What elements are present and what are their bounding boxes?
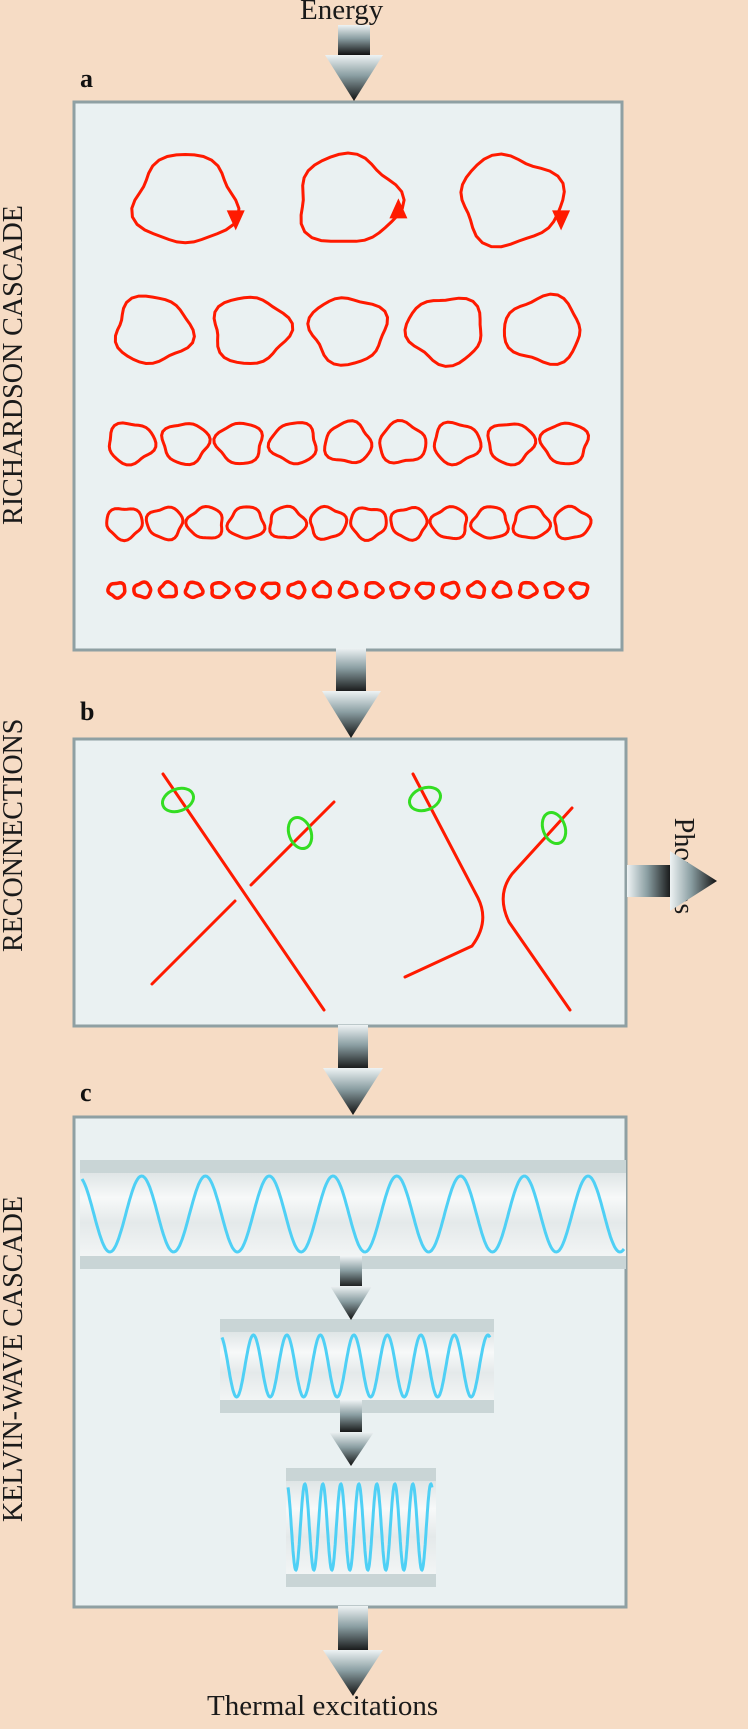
arrow-tube-2-to-3 xyxy=(329,1400,374,1466)
vortex-loop xyxy=(517,580,539,600)
kelvin-waves xyxy=(80,1174,626,1573)
vortex-loop xyxy=(337,580,359,600)
kelvin-wave xyxy=(286,1481,434,1573)
vortex-loop xyxy=(568,581,590,600)
vortex-loop xyxy=(364,580,385,600)
vortex-loop xyxy=(183,580,205,600)
arrow-to-phonons xyxy=(627,851,717,911)
arrow-energy-in xyxy=(325,25,383,101)
vortex-loop xyxy=(428,505,469,541)
vortex-loop xyxy=(299,151,406,243)
vortex-loop xyxy=(106,581,127,600)
vortex-loop xyxy=(349,506,388,542)
rotation-icon xyxy=(540,811,568,845)
vortex-loop xyxy=(286,580,307,600)
vortex-loop xyxy=(440,580,461,600)
rotation-icon xyxy=(408,785,442,813)
arrow-b-to-c xyxy=(323,1025,383,1115)
vortex-loop xyxy=(260,581,281,600)
panel-b xyxy=(72,737,628,1028)
panel-a-letter: a xyxy=(80,64,93,93)
vortex-loop xyxy=(184,504,224,540)
vortex-loop xyxy=(543,580,565,600)
vortex-loop xyxy=(432,420,483,467)
vortex-loop xyxy=(491,580,513,599)
vortex-loop xyxy=(469,505,510,540)
arrow-tube-1-to-2 xyxy=(330,1256,372,1320)
vortex-loop xyxy=(212,421,264,466)
vortex-loop xyxy=(465,580,487,599)
vortex-loop xyxy=(414,581,436,600)
kelvin-tube-large xyxy=(80,1160,626,1269)
vortex-loop xyxy=(130,152,241,245)
rotation-icon xyxy=(286,816,314,850)
vortex-loop xyxy=(234,580,256,600)
vortex-loop xyxy=(511,504,553,540)
arrow-to-thermal xyxy=(323,1606,383,1696)
vortex-loop xyxy=(210,580,231,600)
rotation-icon xyxy=(161,786,195,814)
vortex-loop xyxy=(268,504,309,540)
vortex-loop xyxy=(389,505,429,542)
vortex-loop xyxy=(132,580,153,600)
vortex-loop xyxy=(144,505,185,542)
vortex-loop xyxy=(459,152,566,249)
vortex-loop xyxy=(311,580,332,599)
vortex-loop xyxy=(378,418,428,465)
kelvin-wave xyxy=(220,1333,492,1399)
vortex-loop xyxy=(160,422,212,467)
vortex-loop xyxy=(212,295,295,366)
vortex-loop xyxy=(553,504,593,541)
vortex-loop xyxy=(537,421,591,466)
panel-b-letter: b xyxy=(80,697,95,726)
circulation-arrow-icon xyxy=(552,210,571,231)
vortex-loop xyxy=(502,292,582,366)
vortex-loop xyxy=(225,505,267,540)
vortex-line xyxy=(150,899,237,986)
reconnection-after xyxy=(403,772,574,1012)
vortex-loop xyxy=(486,422,538,467)
rotation-arrows xyxy=(161,785,568,850)
circulation-arrow-icon xyxy=(389,198,408,219)
circulation-arrow-icon xyxy=(226,210,245,231)
vortex-line xyxy=(501,806,574,1012)
vortex-loop xyxy=(403,296,483,368)
vortex-line xyxy=(403,772,485,979)
vortex-loop xyxy=(389,580,411,600)
vortex-loop xyxy=(306,296,390,367)
vortex-loop xyxy=(105,507,144,543)
vortex-loop xyxy=(157,580,179,599)
panel-c-letter: c xyxy=(80,1078,92,1107)
arrow-a-to-b xyxy=(322,648,381,738)
energy-label: Energy xyxy=(300,0,384,26)
thermal-excitations-label: Thermal excitations xyxy=(207,1690,439,1722)
kelvin-wave xyxy=(80,1174,626,1254)
vortex-loop xyxy=(266,421,318,466)
vortex-loops xyxy=(105,151,593,600)
vortex-loop xyxy=(323,419,374,465)
vortex-loop xyxy=(113,294,196,366)
vortex-line xyxy=(161,772,326,1012)
panel-a xyxy=(72,100,624,652)
vortex-loop xyxy=(308,504,349,541)
vortex-loop xyxy=(107,421,158,467)
